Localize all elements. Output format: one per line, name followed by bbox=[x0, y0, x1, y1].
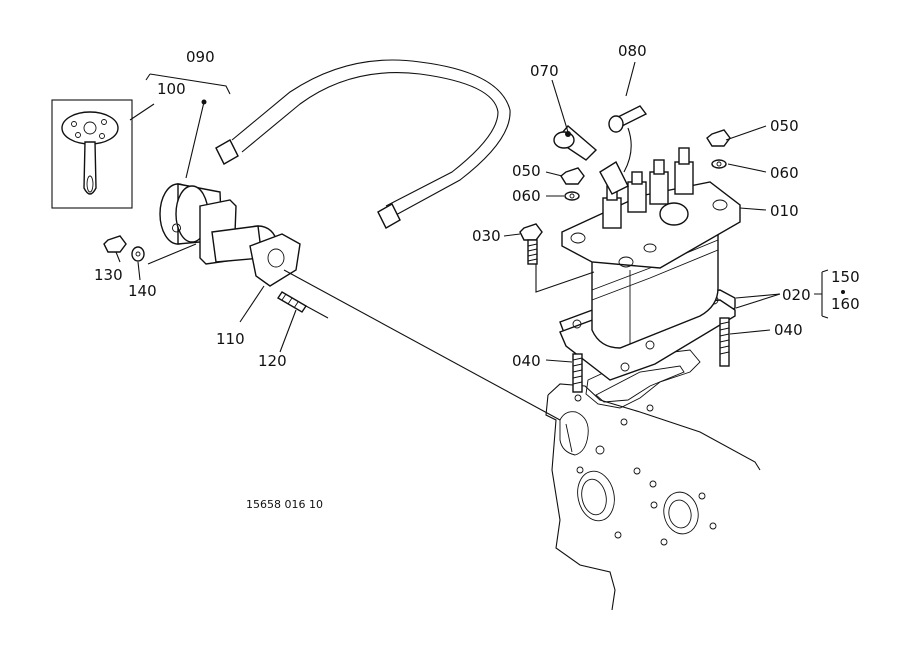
label-100: 100 bbox=[157, 80, 186, 98]
and-dot bbox=[841, 290, 845, 294]
stud-040-left bbox=[572, 353, 583, 393]
label-040-right: 040 bbox=[774, 321, 803, 339]
label-120: 120 bbox=[258, 352, 287, 370]
label-060-right: 060 bbox=[770, 164, 799, 182]
label-060-left: 060 bbox=[512, 187, 541, 205]
label-070: 070 bbox=[530, 62, 559, 80]
label-140: 140 bbox=[128, 282, 157, 300]
label-080: 080 bbox=[618, 42, 647, 60]
leader-lines bbox=[115, 61, 829, 421]
label-020: 020 bbox=[782, 286, 811, 304]
part-100-box bbox=[51, 99, 133, 209]
bolt-030 bbox=[519, 223, 543, 265]
label-160: 160 bbox=[831, 295, 860, 313]
label-110: 110 bbox=[216, 330, 245, 348]
label-130: 130 bbox=[94, 266, 123, 284]
label-050-right: 050 bbox=[770, 117, 799, 135]
nuts-washers-right bbox=[560, 129, 731, 201]
label-150: 150 bbox=[831, 268, 860, 286]
stud-040-right bbox=[719, 317, 730, 367]
fuel-shutoff-solenoid bbox=[159, 99, 301, 287]
label-050-left: 050 bbox=[512, 162, 541, 180]
drawing-code: 15658 016 10 bbox=[246, 498, 323, 511]
label-030: 030 bbox=[472, 227, 501, 245]
injection-pump bbox=[561, 147, 741, 349]
label-090: 090 bbox=[186, 48, 215, 66]
stud-120 bbox=[277, 291, 307, 313]
label-040-left: 040 bbox=[512, 352, 541, 370]
fuel-hose bbox=[215, 59, 511, 229]
label-010: 010 bbox=[770, 202, 799, 220]
nut-washer-left bbox=[103, 235, 145, 262]
return-fitting bbox=[553, 105, 648, 195]
